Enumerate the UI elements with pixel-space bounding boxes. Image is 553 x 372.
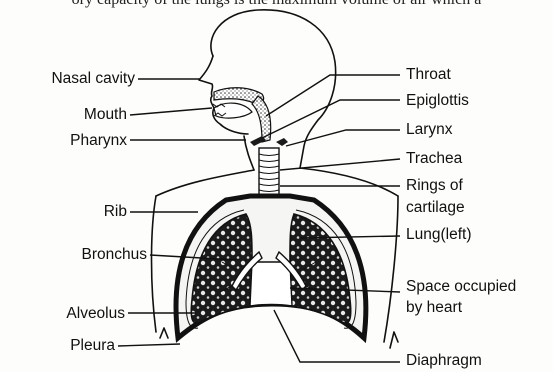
- label-trachea: Trachea: [406, 150, 462, 167]
- label-alveolus: Alveolus: [66, 305, 125, 322]
- label-rings-of-cartilage-line1: Rings of: [406, 177, 463, 194]
- larynx-flap: [276, 138, 288, 146]
- label-nasal-cavity: Nasal cavity: [51, 70, 135, 87]
- body-side-left: [152, 196, 157, 332]
- label-rings-of-cartilage-line2: cartilage: [406, 199, 465, 216]
- label-epiglottis: Epiglottis: [406, 92, 469, 109]
- shoulder-right: [300, 168, 398, 196]
- label-space-occupied-line1: Space occupied: [406, 278, 516, 295]
- shoulder-left: [156, 170, 254, 196]
- label-pharynx: Pharynx: [70, 132, 127, 149]
- label-diaphragm: Diaphragm: [406, 352, 482, 369]
- label-space-occupied-line2: by heart: [406, 299, 462, 316]
- hip-right: [390, 332, 398, 348]
- label-throat: Throat: [406, 66, 451, 83]
- label-mouth: Mouth: [84, 106, 127, 123]
- hip-left: [160, 328, 168, 338]
- label-larynx: Larynx: [406, 121, 453, 138]
- heart-space: [250, 262, 292, 306]
- label-pleura: Pleura: [70, 337, 115, 354]
- body-side-right: [384, 196, 398, 342]
- label-rib: Rib: [104, 203, 127, 220]
- label-bronchus: Bronchus: [82, 246, 147, 263]
- label-lung-left: Lung(left): [406, 226, 471, 243]
